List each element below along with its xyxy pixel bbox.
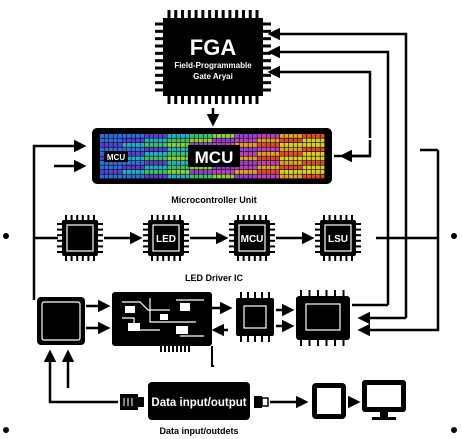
chip-to-io-line [211,346,214,367]
block-to-board-arrows [86,299,111,335]
fpga-pins [155,10,271,104]
tablet-icon [312,383,346,419]
chain-chip-label: LED [156,234,176,245]
middle-chip [236,292,274,342]
fpga-subtitle-line1: Field-Programmable [174,61,252,70]
chip-link-arrows [276,303,295,333]
board-to-chip-arrows [211,301,233,337]
right-chip-arrows [352,150,440,337]
led-driver-chain: LED MCU LSU [57,215,361,261]
monitor-icon [362,380,406,420]
chain-chip-label: LSU [328,234,348,245]
right-connector-icon [254,396,269,408]
bullet-dot [451,233,457,239]
mcu-big-label: MCU [195,148,234,167]
chain-chip [57,215,103,261]
mcu-input-arrows [32,139,87,300]
mcu-bar: MCU MCU [92,128,332,184]
fpga-subtitle-line2: Gate Aryai [193,72,233,81]
fpga-title: FGA [190,35,237,60]
connector-plug-icon [120,394,144,410]
fpga-feedback-arrows [267,27,408,318]
bullet-dot [3,233,9,239]
mcu-to-fpga-line [334,140,372,158]
right-chip [296,290,350,346]
data-io-box: Data input/output [148,382,250,420]
bullet-dot [451,427,457,433]
bullet-dot [3,427,9,433]
chain-chip: LED [143,215,189,261]
fpga-chip: FGA Field-Programmable Gate Aryai [155,10,271,104]
chain-caption: LED Driver IC [185,273,244,283]
mcu-small-label: MCU [107,153,125,162]
chain-chip: LSU [315,215,361,261]
data-io-caption: Data input/outdets [160,426,239,436]
io-up-arrows [43,349,118,404]
mcu-heatmap [100,134,325,179]
chain-chip: MCU [229,215,275,261]
circuit-board-icon [112,292,212,352]
mcu-caption: Microcontroller Unit [171,195,257,205]
chain-chip-label: MCU [241,234,264,245]
data-io-label: Data input/output [151,397,246,409]
